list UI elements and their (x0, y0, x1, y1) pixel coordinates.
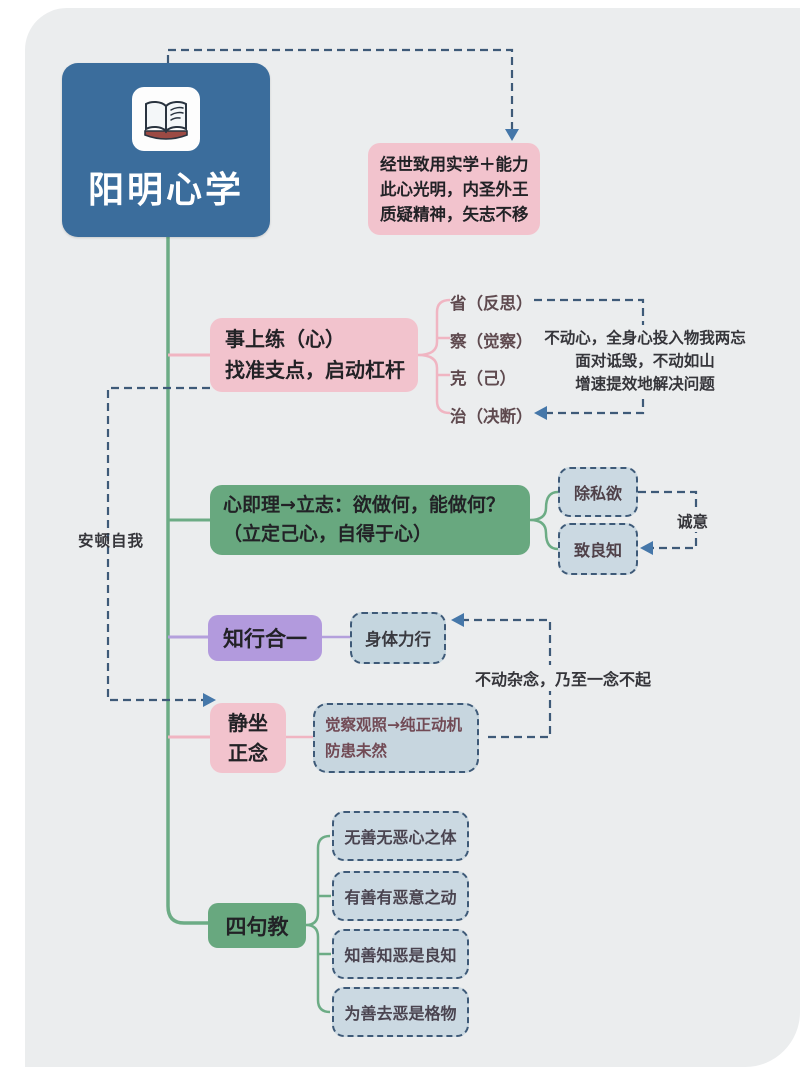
sincerity-label: 诚意 (675, 510, 711, 532)
practice-note-line: 增速提效地解决问题 (575, 375, 715, 393)
extend-knowledge-node: 致良知 (558, 523, 638, 575)
arrow-left-icon (534, 406, 547, 420)
practice-node: 事上练（心） 找准支点，启动杠杆 (210, 318, 418, 392)
four-teachings-node: 四句教 (208, 903, 306, 948)
principle-bracket (529, 490, 559, 551)
practice-note-line: 不动心，全身心投入物我两忘 (544, 329, 746, 347)
awareness-line: 觉察观照→纯正动机 (325, 716, 462, 734)
teachings-bracket (305, 834, 331, 1014)
teaching-item-label: 无善无恶心之体 (344, 828, 457, 847)
teaching-item: 知善知恶是良知 (332, 929, 469, 979)
extend-knowledge-label: 致良知 (573, 541, 622, 560)
awareness-line: 防患未然 (325, 742, 388, 760)
embodied-action-label: 身体力行 (365, 630, 431, 649)
teaching-item: 无善无恶心之体 (332, 811, 469, 861)
arrow-left-icon (451, 613, 464, 627)
arrow-right-icon (203, 693, 216, 707)
practice-line: 事上练（心） (225, 327, 345, 351)
remove-desire-label: 除私欲 (573, 484, 622, 503)
legacy-note-line: 质疑精神，矢志不移 (380, 204, 529, 224)
practice-subitem: 治（决断） (450, 407, 533, 426)
legacy-note-line: 此心光明，内圣外王 (380, 179, 529, 199)
mind-principle-node: 心即理→立志：欲做何，能做何？ （立定己心，自得于心） (210, 485, 530, 555)
legacy-note: 经世致用实学＋能力 此心光明，内圣外王 质疑精神，矢志不移 (368, 143, 540, 235)
four-teachings-label: 四句教 (225, 914, 289, 939)
meditation-line: 正念 (228, 741, 268, 765)
teaching-item-label: 知善知恶是良知 (344, 946, 457, 965)
reflect-to-decide-dashed (534, 298, 645, 415)
practice-bracket (417, 298, 451, 415)
practice-subitem: 省（反思） (450, 294, 533, 313)
practice-note-line: 面对诋毁，不动如山 (575, 352, 715, 370)
meditation-line: 静坐 (228, 711, 268, 735)
remove-desire-node: 除私欲 (558, 467, 638, 517)
trunk-line (166, 237, 208, 925)
mind-principle-line: 心即理→立志：欲做何，能做何？ (223, 494, 505, 516)
root-node: 阳明心学 (62, 63, 270, 237)
practice-subitem: 克（己） (450, 369, 516, 388)
unity-node: 知行合一 (208, 615, 322, 661)
teaching-item-label: 有善有恶意之动 (344, 888, 457, 907)
embodied-action-node: 身体力行 (350, 612, 446, 664)
teaching-item: 有善有恶意之动 (332, 871, 469, 921)
self-settling-label: 安顿自我 (78, 532, 145, 550)
unity-label: 知行合一 (223, 627, 307, 651)
root-to-note-dashed (166, 48, 514, 130)
practice-subitem: 察（觉察） (450, 332, 533, 351)
arrow-left-icon (640, 541, 653, 555)
awareness-node: 觉察观照→纯正动机 防患未然 (313, 703, 479, 773)
open-book-icon (132, 87, 200, 151)
arrow-down-icon (505, 129, 519, 141)
unity-note: 不动杂念，乃至一念不起 (472, 665, 655, 691)
mind-principle-line: （立定己心，自得于心） (223, 523, 433, 545)
root-title: 阳明心学 (87, 170, 244, 211)
self-settling-dashed (106, 386, 210, 702)
teaching-item-label: 为善去恶是格物 (344, 1004, 457, 1023)
practice-note: 不动心，全身心投入物我两忘 面对诋毁，不动如山 增速提效地解决问题 (540, 325, 750, 398)
legacy-note-line: 经世致用实学＋能力 (380, 154, 529, 174)
practice-line: 找准支点，启动杠杆 (225, 358, 405, 382)
meditation-node: 静坐 正念 (210, 703, 286, 773)
teaching-item: 为善去恶是格物 (332, 987, 469, 1037)
